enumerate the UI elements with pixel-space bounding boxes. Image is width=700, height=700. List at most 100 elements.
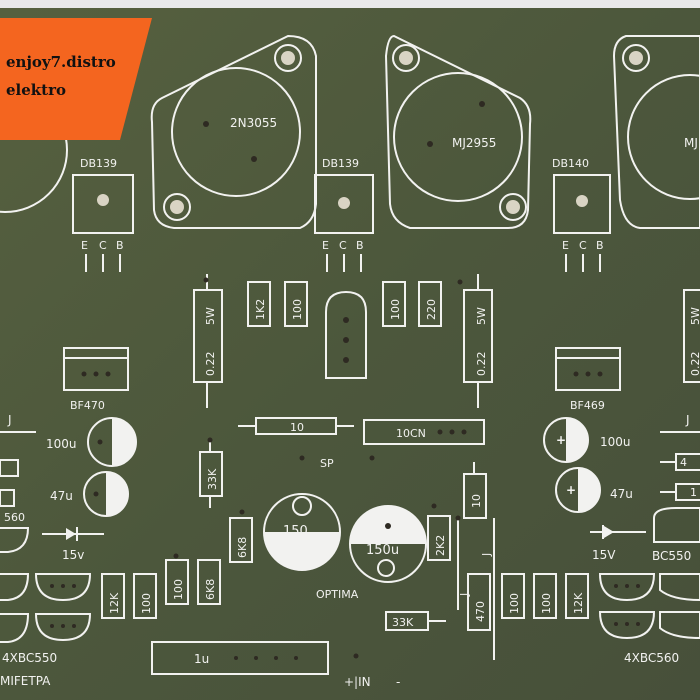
label-12k-left: 12K: [108, 592, 121, 614]
power-transistor-2n3055: 2N3055: [150, 34, 317, 229]
label-bc550-right: BC550: [652, 549, 691, 563]
resistor-100-b: 100: [382, 281, 406, 327]
pin-c: C: [99, 239, 107, 252]
vias: [173, 277, 463, 659]
label-100-a: 100: [291, 299, 304, 320]
transistor-edge-left: [0, 527, 30, 553]
label-j-left: J: [7, 413, 12, 427]
label-100-f: 100: [540, 593, 553, 614]
label-2n3055: 2N3055: [230, 116, 277, 130]
driver-transistor-left: DB139 E C B: [72, 157, 134, 272]
capacitor-100u-right: + 100u: [543, 417, 631, 463]
resistor-33k-left: 33K: [199, 438, 223, 508]
label-optima: OPTIMA: [316, 588, 359, 601]
capacitor-47u-left: 47u: [50, 471, 129, 517]
capacitor-47u-right: + 47u: [555, 467, 633, 513]
pin-b: B: [596, 239, 604, 252]
capacitor-150-top: 150: [263, 493, 341, 571]
transistor-array-bc560: 4XBC560: [598, 573, 700, 665]
label-minus: -: [396, 675, 400, 689]
label-15v-right: 15V: [592, 548, 616, 562]
plus-sign: +: [556, 433, 566, 447]
label-j-center: J: [458, 593, 471, 597]
pin-e: E: [81, 239, 88, 252]
resistor-33k-bottom: 33K: [385, 611, 446, 631]
transistor-bf469: BF469: [555, 347, 621, 412]
watermark-banner: [0, 18, 152, 140]
resistor-100-a: 100: [284, 281, 308, 327]
label-12k-right: 12K: [572, 592, 585, 614]
label-6k8-a: 6K8: [236, 537, 249, 558]
label-5w-left: 5W: [204, 307, 217, 325]
label-33k-bottom: 33K: [392, 616, 414, 629]
resistor-100-f: 100: [533, 573, 557, 619]
label-150u: 150u: [366, 543, 399, 558]
label-in: +|IN: [344, 675, 371, 689]
pin-e: E: [322, 239, 329, 252]
bias-transistor: [325, 290, 367, 379]
label-5w-edge: 5W: [689, 307, 700, 325]
label-2k2: 2K2: [434, 535, 447, 556]
resistor-100-d: 100: [165, 559, 189, 605]
watermark-line-2: elektro: [6, 81, 67, 99]
label-mj2955: MJ2955: [452, 136, 496, 150]
label-47u-left: 47u: [50, 489, 73, 503]
label-bf469: BF469: [570, 399, 605, 412]
power-transistor-right-edge: MJ: [612, 35, 700, 229]
capacitor-100u-left: 100u: [46, 417, 137, 467]
label-15v-left: 15v: [62, 548, 84, 562]
resistor-022-5w-right: 0.22 5W: [463, 274, 493, 408]
resistor-100-c: 100: [133, 573, 157, 619]
label-5w-right: 5W: [475, 307, 488, 325]
label-100-d: 100: [172, 579, 185, 600]
label-560: 560: [4, 511, 25, 524]
resistor-edge-right-a: 4: [660, 453, 700, 471]
label-edge-4: 4: [680, 456, 687, 469]
resistor-edge-right: 0.22 5W: [683, 289, 700, 383]
resistor-470: 470: [467, 573, 491, 631]
label-470: 470: [474, 601, 487, 622]
pin-c: C: [579, 239, 587, 252]
watermark-text: enjoy7.distro elektro: [6, 48, 116, 104]
transistor-bc550-right: BC550: [652, 507, 700, 563]
resistor-edge-right-b: 1: [660, 483, 700, 501]
resistor-100-e: 100: [501, 573, 525, 619]
transistor-array-bc550: 4XBC550 MIFETPA: [0, 573, 92, 688]
label-1u: 1u: [194, 652, 209, 666]
resistor-220: 220: [418, 281, 442, 327]
connector-10cn: 10CN: [363, 419, 485, 445]
label-100-e: 100: [508, 593, 521, 614]
label-022-edge: 0.22: [689, 352, 700, 377]
driver-transistor-mid: DB139 E C B: [314, 157, 374, 272]
label-1k2: 1K2: [254, 299, 267, 320]
driver-transistor-right: DB140 E C B: [552, 157, 611, 272]
transistor-bf470: BF470: [63, 347, 129, 412]
label-db140: DB140: [552, 157, 589, 170]
resistor-6k8-b: 6K8: [197, 559, 221, 605]
label-33k-left: 33K: [206, 468, 219, 490]
resistor-10-right: 10: [463, 462, 487, 519]
label-bf470: BF470: [70, 399, 105, 412]
watermark-line-1: enjoy7.distro: [6, 53, 116, 71]
pin-b: B: [116, 239, 124, 252]
label-4xbc550: 4XBC550: [2, 651, 57, 665]
label-mifetpa: MIFETPA: [0, 674, 51, 688]
resistor-022-5w-left: 0.22 5W: [193, 274, 223, 408]
label-10-right: 10: [470, 494, 483, 508]
zener-15v-right: 15V: [590, 525, 646, 562]
label-100u-right: 100u: [600, 435, 631, 449]
resistor-edge-left-b: [0, 489, 15, 507]
label-j-center-2: J: [480, 553, 493, 557]
label-100-b: 100: [389, 299, 402, 320]
resistor-1k2: 1K2: [247, 281, 271, 327]
label-6k8-b: 6K8: [204, 579, 217, 600]
resistor-12k-left: 12K: [101, 573, 125, 619]
resistor-12k-right: 12K: [565, 573, 589, 619]
resistor-6k8-a: 6K8: [229, 517, 253, 563]
capacitor-1u: 1u: [151, 641, 329, 675]
label-220: 220: [425, 299, 438, 320]
label-100u-left: 100u: [46, 437, 77, 451]
label-10cn: 10CN: [396, 427, 426, 440]
label-100-c: 100: [140, 593, 153, 614]
